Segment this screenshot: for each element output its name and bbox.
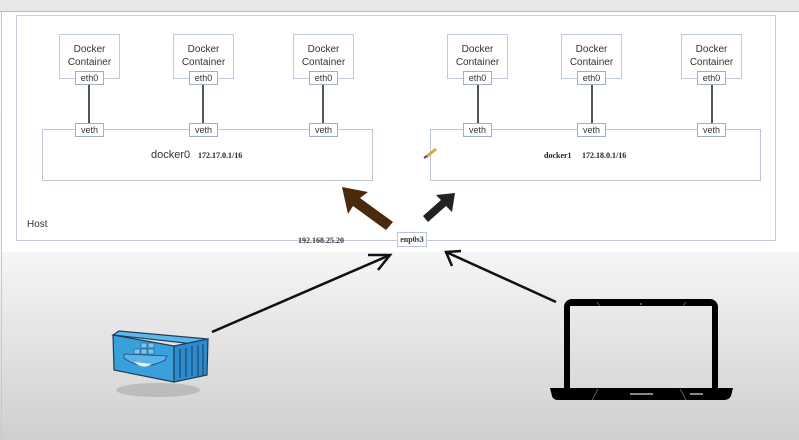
bridge-docker0-name: docker0	[151, 149, 191, 161]
veth-interface: veth	[75, 123, 104, 137]
container-title: Docker	[187, 44, 220, 55]
eth0-interface: eth0	[463, 71, 492, 85]
link-wire	[322, 85, 324, 123]
enp0s3-interface: enp0s3	[397, 232, 427, 247]
container-subtitle: Container	[301, 57, 346, 68]
brown-arrow-icon	[342, 187, 393, 230]
link-wire	[88, 85, 90, 123]
laptop-icon	[550, 299, 733, 401]
eth0-interface: eth0	[577, 71, 606, 85]
container-subtitle: Container	[67, 57, 112, 68]
bridge-docker0-subnet: 172.17.0.1/16	[198, 151, 243, 160]
veth-interface: veth	[697, 123, 726, 137]
container-subtitle: Container	[569, 57, 614, 68]
link-wire	[711, 85, 713, 123]
bridge-docker1-name: docker1	[544, 151, 572, 160]
container-title: Docker	[575, 44, 608, 55]
container-title: Docker	[695, 44, 728, 55]
veth-interface: veth	[189, 123, 218, 137]
host-ip: 192.168.25.20	[298, 236, 344, 245]
bridge-docker0	[42, 129, 373, 181]
black-arrow-icon	[423, 193, 455, 222]
eth0-interface: eth0	[697, 71, 726, 85]
container-subtitle: Container	[689, 57, 734, 68]
container-link-arrow-icon	[211, 253, 393, 334]
bridge-docker1	[430, 129, 761, 181]
host-label: Host	[27, 219, 48, 230]
bridge-docker1-subnet: 172.18.0.1/16	[582, 151, 627, 160]
veth-interface: veth	[309, 123, 338, 137]
docker-container: Docker Container	[173, 34, 234, 79]
left-edge	[1, 12, 2, 440]
eth0-interface: eth0	[309, 71, 338, 85]
link-wire	[202, 85, 204, 123]
top-bar	[0, 0, 799, 12]
link-wire	[477, 85, 479, 123]
veth-interface: veth	[463, 123, 492, 137]
eth0-interface: eth0	[189, 71, 218, 85]
laptop-link-arrow-icon	[444, 249, 557, 304]
container-title: Docker	[73, 44, 106, 55]
container-subtitle: Container	[455, 57, 500, 68]
docker-container-icon	[111, 330, 210, 397]
container-subtitle: Container	[181, 57, 226, 68]
eth0-interface: eth0	[75, 71, 104, 85]
host-box	[16, 15, 776, 241]
container-title: Docker	[461, 44, 494, 55]
link-wire	[591, 85, 593, 123]
container-title: Docker	[307, 44, 340, 55]
veth-interface: veth	[577, 123, 606, 137]
pencil-cursor-icon	[423, 147, 437, 159]
